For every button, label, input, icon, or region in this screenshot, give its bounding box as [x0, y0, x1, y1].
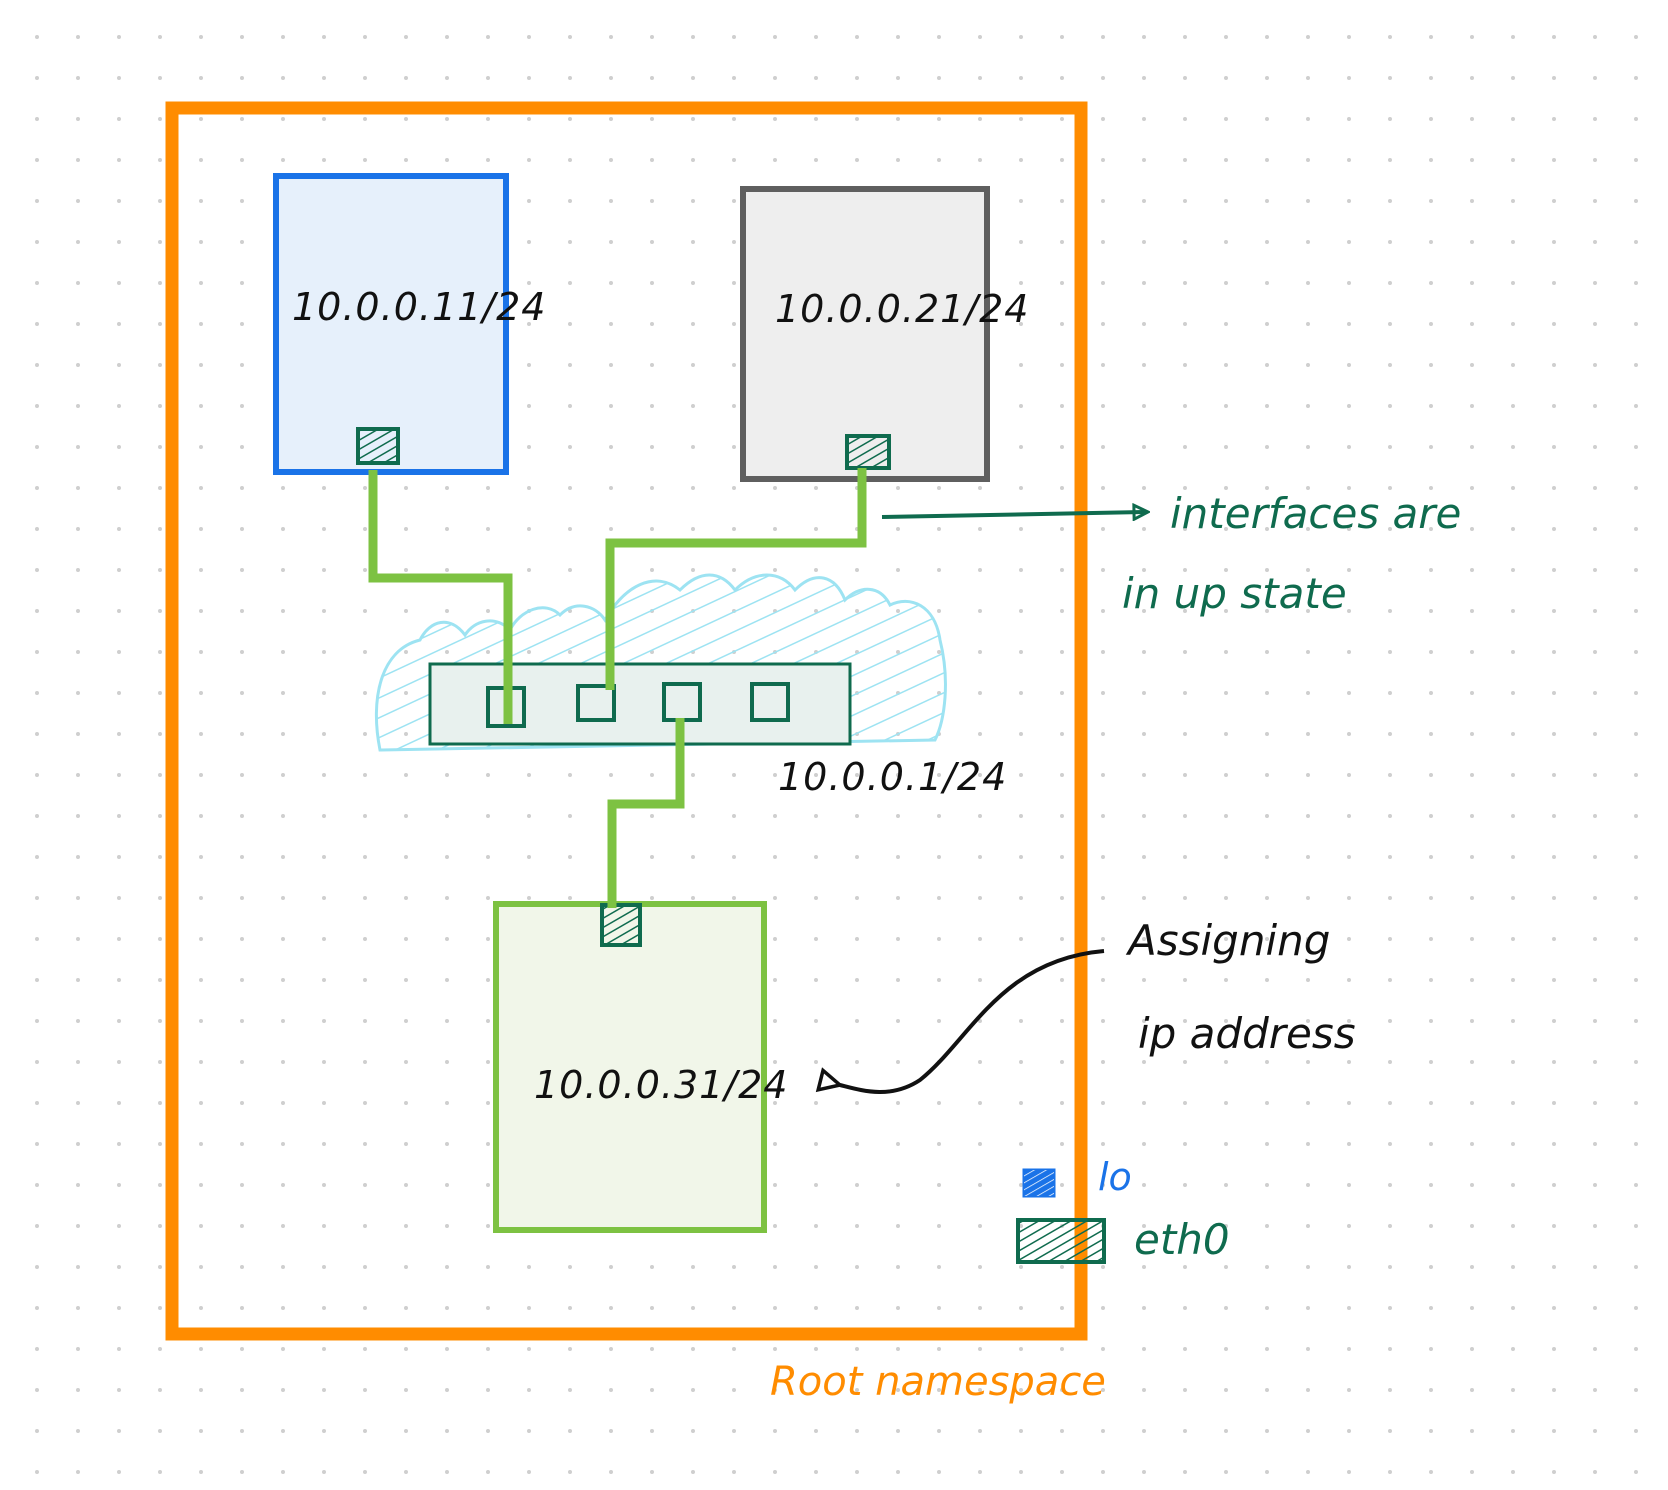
cable-namespace-2 — [605, 468, 867, 690]
namespace-2-eth0-icon — [845, 434, 891, 470]
bridge-box — [428, 662, 852, 746]
annotation-interfaces-up: interfaces are in up state — [881, 489, 1461, 618]
namespace-3-ip: 10.0.0.31/24 — [534, 1063, 788, 1107]
annotation-assigning-line1: Assigning — [1125, 916, 1330, 965]
namespace-1-ip: 10.0.0.11/24 — [292, 285, 546, 329]
namespace-3-box — [493, 901, 767, 1233]
namespace-1-box — [273, 173, 509, 475]
bridge-port — [750, 682, 790, 722]
namespace-2-ip: 10.0.0.21/24 — [775, 287, 1029, 331]
legend-eth0-label: eth0 — [1134, 1215, 1230, 1264]
root-namespace-box — [165, 101, 1088, 1341]
legend-lo-icon-hatch — [1024, 1170, 1054, 1196]
annotation-arrow-assigning — [815, 949, 1105, 1094]
namespace-1: 10.0.0.11/24 — [273, 173, 546, 475]
bridge-cloud: 10.0.0.1/24 — [374, 573, 1007, 799]
annotation-assigning-ip: Assigning ip address — [815, 916, 1356, 1094]
annotation-interfaces-line2: in up state — [1122, 569, 1347, 618]
bridge-port — [576, 684, 616, 722]
namespace-3-eth0-icon — [600, 903, 642, 947]
namespace-3: 10.0.0.31/24 — [493, 901, 788, 1233]
annotation-arrow-interfaces — [881, 512, 1146, 517]
legend: lo eth0 — [1016, 1155, 1230, 1264]
cable-namespace-1 — [368, 470, 513, 724]
bridge-ports — [486, 682, 790, 728]
cable-namespace-3 — [607, 718, 685, 908]
legend-eth0-icon — [1016, 1218, 1106, 1264]
namespace-2: 10.0.0.21/24 — [740, 186, 1029, 482]
bridge-ip: 10.0.0.1/24 — [778, 755, 1007, 799]
annotation-interfaces-line1: interfaces are — [1170, 489, 1461, 538]
cables — [368, 468, 867, 908]
annotation-assigning-line2: ip address — [1138, 1009, 1356, 1058]
namespace-1-eth0-icon — [356, 427, 400, 465]
root-namespace-label: Root namespace — [770, 1359, 1106, 1405]
legend-lo-label: lo — [1098, 1155, 1132, 1199]
